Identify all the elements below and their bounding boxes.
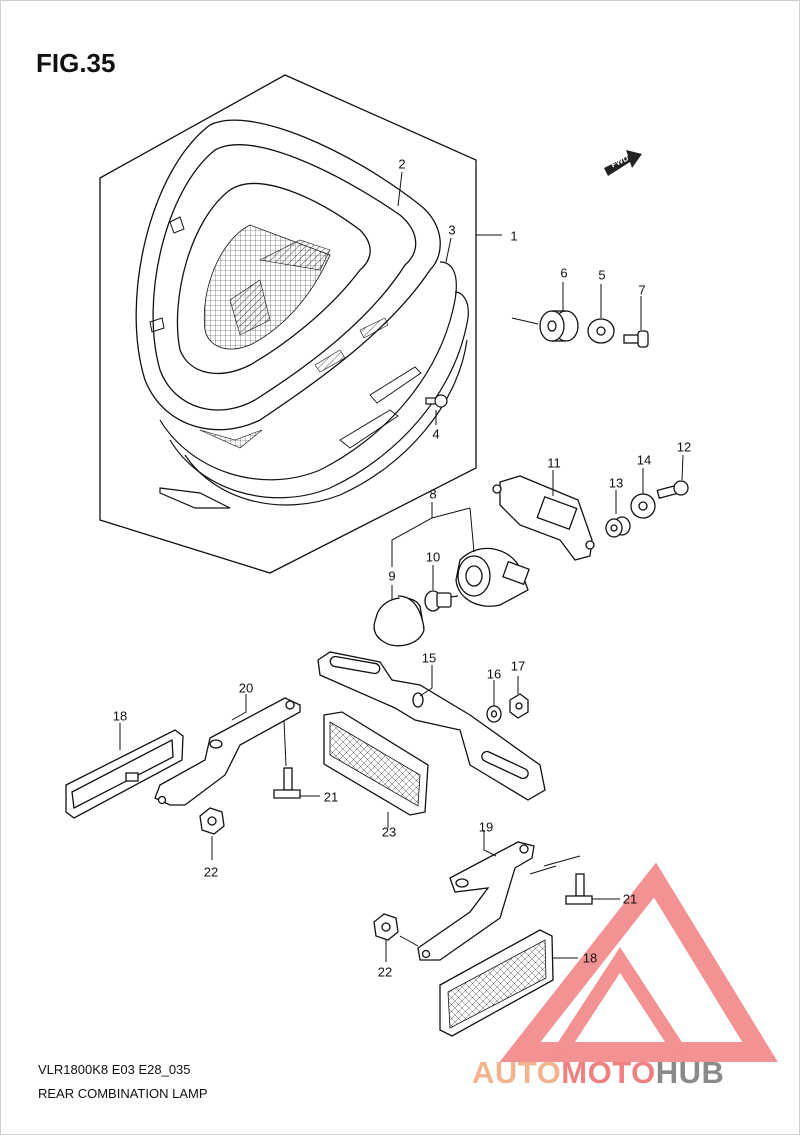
callout-10: 10 bbox=[425, 549, 441, 565]
nut-part-17 bbox=[509, 693, 529, 719]
diagram-code: VLR1800K8 E03 E28_035 bbox=[38, 1062, 191, 1077]
callout-2: 2 bbox=[398, 156, 406, 172]
watermark-auto: AUTO bbox=[472, 1055, 562, 1090]
callout-5: 5 bbox=[598, 267, 606, 283]
callout-15: 15 bbox=[421, 650, 437, 666]
callout-22-lower: 22 bbox=[377, 964, 393, 980]
bolt-part-7 bbox=[623, 330, 649, 348]
reflector-part-23 bbox=[323, 711, 429, 816]
grommet-part-6 bbox=[539, 310, 579, 342]
callout-18-lower: 18 bbox=[582, 950, 598, 966]
screw-part-4 bbox=[425, 394, 448, 408]
leader-lines bbox=[119, 171, 684, 962]
reflector-part-18-lower bbox=[439, 929, 554, 1037]
bulb-part-10 bbox=[424, 590, 459, 612]
assembly-outline bbox=[99, 74, 477, 574]
bracket-part-15 bbox=[317, 651, 546, 801]
callout-20: 20 bbox=[238, 680, 254, 696]
bolt-part-21-upper bbox=[273, 767, 301, 799]
diagram-name: REAR COMBINATION LAMP bbox=[38, 1086, 208, 1101]
lens-rings bbox=[159, 261, 469, 509]
watermark-logo bbox=[499, 862, 778, 1062]
callout-9: 9 bbox=[388, 568, 396, 584]
callout-19: 19 bbox=[478, 819, 494, 835]
nut-part-22-lower bbox=[373, 913, 399, 941]
fwd-arrow-icon bbox=[604, 150, 642, 176]
lamp-housing bbox=[135, 119, 441, 431]
bracket-part-20 bbox=[154, 697, 301, 806]
callout-12: 12 bbox=[676, 439, 692, 455]
bolt-part-12 bbox=[656, 480, 689, 499]
bracket-part-11 bbox=[492, 475, 595, 561]
callout-3: 3 bbox=[448, 222, 456, 238]
callout-21-lower: 21 bbox=[622, 891, 638, 907]
lens-cap-part-9 bbox=[373, 595, 425, 647]
callout-1: 1 bbox=[510, 228, 518, 244]
figure-title: FIG.35 bbox=[36, 48, 116, 78]
bracket-part-19 bbox=[417, 841, 535, 961]
nut-part-22-upper bbox=[199, 807, 225, 835]
callout-17: 17 bbox=[510, 658, 526, 674]
callout-14: 14 bbox=[636, 452, 652, 468]
callout-13: 13 bbox=[608, 475, 624, 491]
callout-21-upper: 21 bbox=[323, 789, 339, 805]
bolt-part-21-lower bbox=[565, 873, 593, 905]
callout-18-upper: 18 bbox=[112, 708, 128, 724]
watermark-moto: MOTO bbox=[561, 1055, 656, 1090]
washer-part-5 bbox=[587, 318, 615, 344]
watermark-hub: HUB bbox=[655, 1055, 725, 1090]
bulb-socket-part-8 bbox=[455, 547, 530, 607]
callout-7: 7 bbox=[638, 282, 646, 298]
washer-part-14 bbox=[630, 493, 656, 519]
callout-8: 8 bbox=[429, 486, 437, 502]
watermark-text: AUTOMOTOHUB bbox=[472, 1055, 724, 1091]
callout-6: 6 bbox=[560, 265, 568, 281]
callout-4: 4 bbox=[432, 426, 440, 442]
washer-part-16 bbox=[486, 705, 502, 723]
callout-11: 11 bbox=[547, 455, 561, 471]
callout-16: 16 bbox=[486, 666, 502, 682]
reflector-part-18-upper bbox=[65, 729, 184, 819]
collar-part-13 bbox=[605, 516, 631, 538]
callout-23: 23 bbox=[381, 824, 397, 840]
callout-22-upper: 22 bbox=[203, 864, 219, 880]
